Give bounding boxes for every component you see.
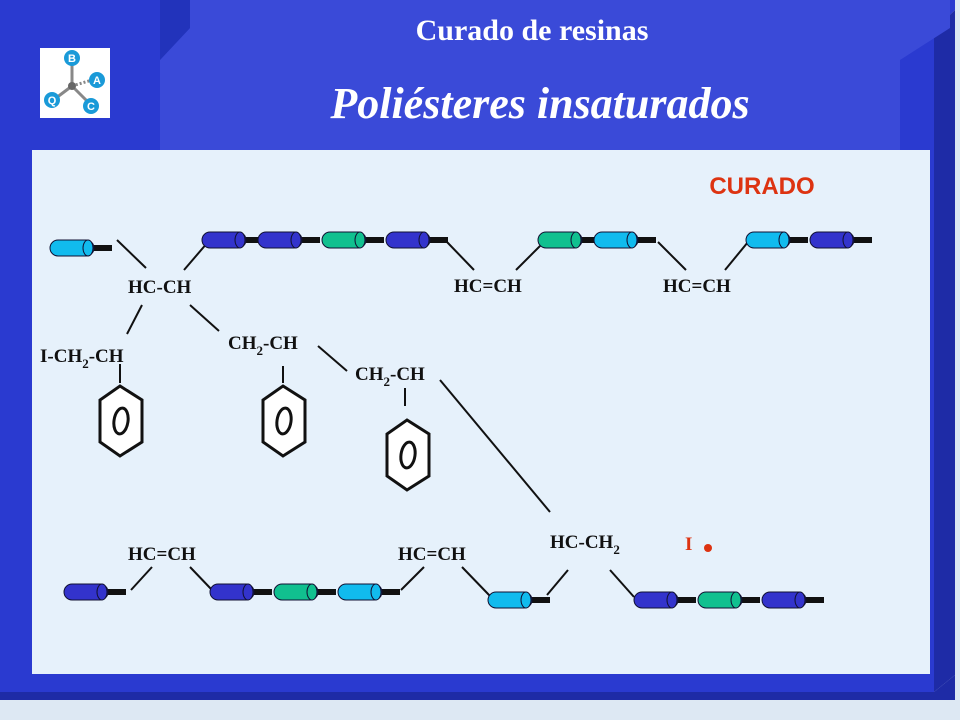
label-hc-ch2: HC-CH2 (550, 532, 620, 557)
initiator-label: I (685, 534, 692, 555)
label-hc-eq-ch-4: HC=CH (398, 544, 466, 565)
monomer-unit (209, 583, 272, 601)
radical-dot (704, 544, 712, 552)
label-hc-eq-ch-2: HC=CH (663, 276, 731, 297)
monomer-unit (385, 231, 448, 249)
logo-letter-c: C (87, 101, 95, 113)
molecule-logo-icon: B A C Q (40, 48, 110, 118)
monomer-unit (257, 231, 320, 249)
logo-letter-a: A (93, 75, 101, 87)
label-hc-eq-ch-3: HC=CH (128, 544, 196, 565)
monomer-unit (63, 583, 126, 601)
slide-title: Poliésteres insaturados (329, 79, 749, 128)
benzene-ring-3 (385, 418, 431, 492)
frame-right-bevel (934, 10, 955, 692)
logo-letter-b: B (68, 53, 76, 65)
label-ch2-ch-1: CH2-CH (228, 333, 298, 358)
monomer-unit (633, 591, 696, 609)
monomer-unit (49, 239, 112, 257)
monomer-unit (337, 583, 400, 601)
label-hc-eq-ch-1: HC=CH (454, 276, 522, 297)
monomer-unit (273, 583, 336, 601)
header-panel (160, 0, 950, 150)
monomer-unit (321, 231, 384, 249)
benzene-ring-2 (261, 384, 307, 458)
monomer-unit (201, 231, 264, 249)
label-ch2-ch-2: CH2-CH (355, 364, 425, 389)
label-ich2-ch: I-CH2-CH (40, 346, 124, 371)
monomer-unit (487, 591, 550, 609)
header-panel-shade (160, 0, 190, 60)
monomer-unit (745, 231, 808, 249)
bond-lines (116, 239, 749, 598)
frame-bottom-bevel (0, 675, 955, 700)
monomer-unit (809, 231, 872, 249)
monomer-unit (697, 591, 760, 609)
monomer-unit (593, 231, 656, 249)
monomer-unit (761, 591, 824, 609)
logo-letter-q: Q (48, 95, 57, 107)
monomer-unit (537, 231, 600, 249)
label-hc-ch-top: HC-CH (128, 277, 192, 298)
polymer-chains (49, 231, 872, 609)
curado-label: CURADO (709, 173, 814, 200)
benzene-ring-1 (98, 384, 144, 458)
slide-subtitle: Curado de resinas (416, 14, 649, 47)
